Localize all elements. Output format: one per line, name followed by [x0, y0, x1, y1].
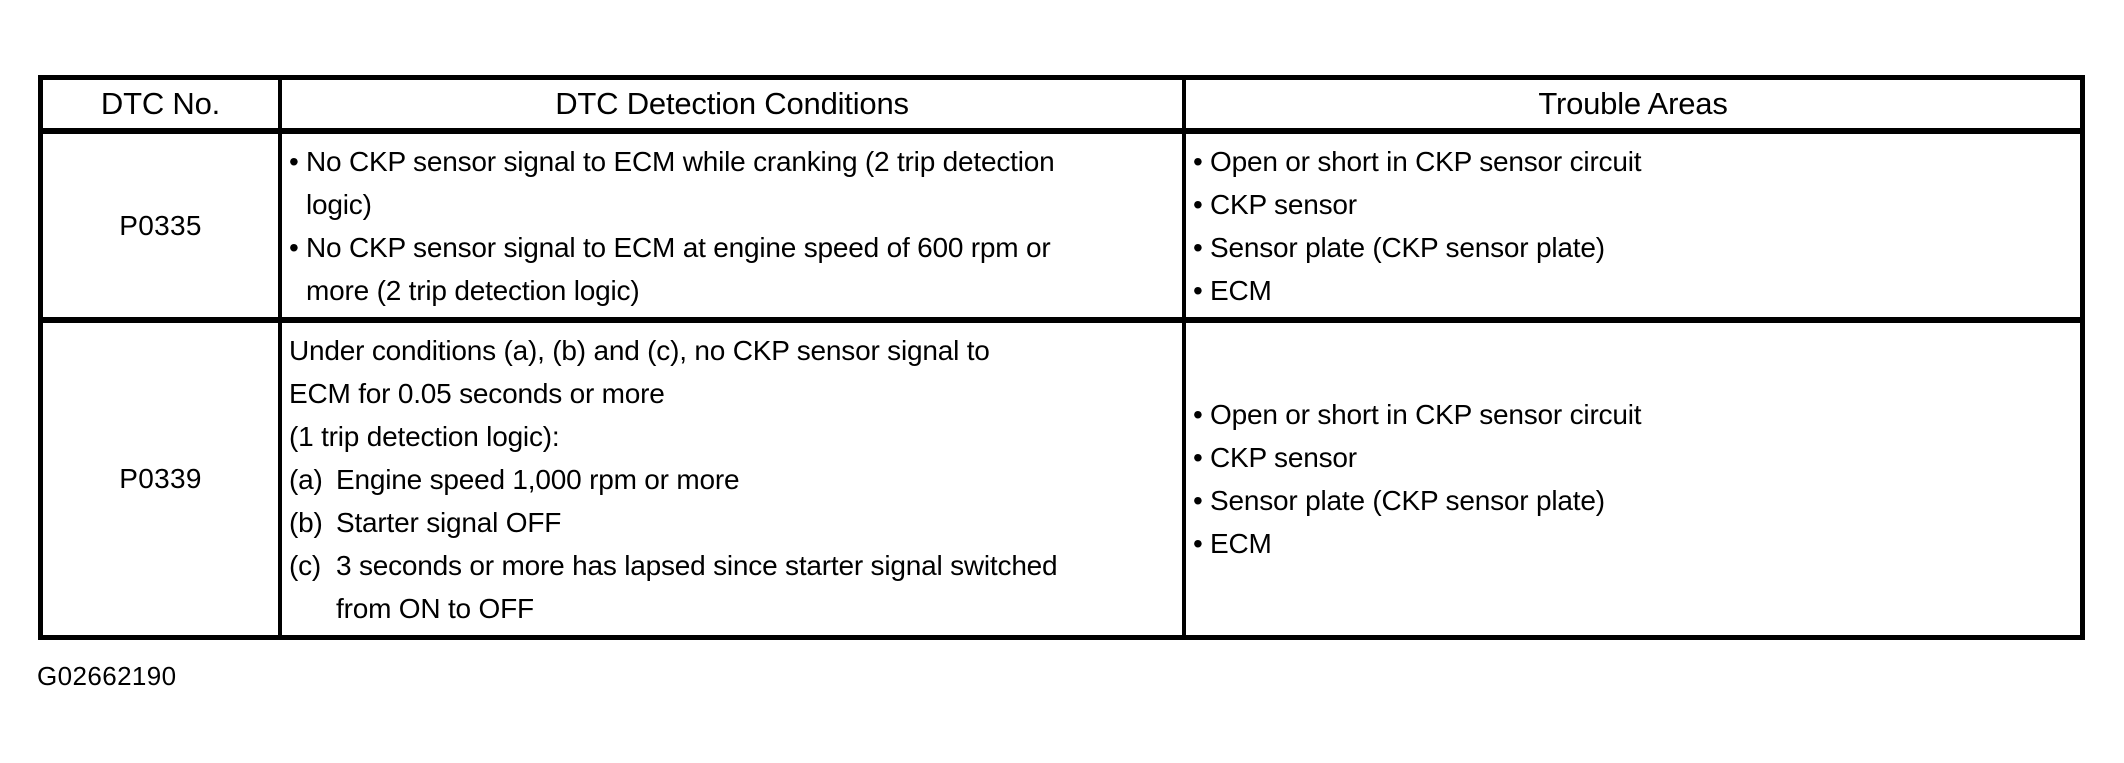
condition-text: more (2 trip detection logic)	[306, 274, 640, 306]
dtc-code: P0335	[119, 209, 202, 241]
condition-line: • No CKP sensor signal to ECM at engine …	[289, 226, 1176, 269]
trouble-area-item: • Sensor plate (CKP sensor plate)	[1193, 479, 2074, 522]
condition-line: (c) 3 seconds or more has lapsed since s…	[289, 544, 1176, 587]
condition-marker: (b)	[289, 506, 323, 538]
trouble-area-text: Open or short in CKP sensor circuit	[1210, 145, 1642, 177]
trouble-area-text: ECM	[1210, 274, 1272, 306]
trouble-area-item: • CKP sensor	[1193, 183, 2074, 226]
trouble-area-text: Sensor plate (CKP sensor plate)	[1210, 231, 1605, 263]
header-label-detection-conditions: DTC Detection Conditions	[555, 86, 909, 121]
bullet-icon: •	[289, 231, 299, 263]
trouble-area-text: Open or short in CKP sensor circuit	[1210, 399, 1642, 430]
header-label-trouble-areas: Trouble Areas	[1538, 86, 1728, 121]
bullet-icon: •	[1193, 485, 1203, 516]
bullet-icon: •	[1193, 442, 1203, 473]
condition-text: logic)	[306, 188, 372, 220]
bullet-icon: •	[1193, 274, 1203, 306]
condition-text: ECM for 0.05 seconds or more	[289, 377, 665, 409]
condition-text: No CKP sensor signal to ECM at engine sp…	[306, 231, 1051, 263]
condition-text: No CKP sensor signal to ECM while cranki…	[306, 145, 1055, 177]
condition-marker: (a)	[289, 463, 323, 495]
trouble-area-item: • Open or short in CKP sensor circuit	[1193, 140, 2074, 183]
bullet-icon: •	[1193, 399, 1203, 430]
bullet-icon: •	[289, 145, 299, 177]
figure-code: G02662190	[37, 661, 177, 691]
trouble-area-item: • CKP sensor	[1193, 436, 2074, 479]
condition-text: Under conditions (a), (b) and (c), no CK…	[289, 334, 990, 366]
table-row-p0335-dtc: P0335	[43, 134, 282, 323]
condition-text: 3 seconds or more has lapsed since start…	[336, 549, 1058, 581]
dtc-code: P0339	[119, 463, 202, 494]
trouble-area-item: • ECM	[1193, 269, 2074, 312]
condition-line: more (2 trip detection logic)	[289, 269, 1176, 312]
condition-line: • No CKP sensor signal to ECM while cran…	[289, 140, 1176, 183]
header-label-dtc-no: DTC No.	[100, 86, 221, 121]
condition-line: logic)	[289, 183, 1176, 226]
condition-marker: (c)	[289, 549, 322, 581]
condition-text: Engine speed 1,000 rpm or more	[336, 463, 740, 495]
bullet-icon: •	[1193, 188, 1203, 220]
bullet-icon: •	[1193, 528, 1203, 559]
condition-line: (a) Engine speed 1,000 rpm or more	[289, 458, 1176, 501]
condition-line: from ON to OFF	[289, 587, 1176, 630]
table-row-p0335-trouble-areas: • Open or short in CKP sensor circuit • …	[1186, 134, 2080, 323]
table-row-p0339-conditions: Under conditions (a), (b) and (c), no CK…	[282, 323, 1186, 635]
table-row-p0339-trouble-areas: • Open or short in CKP sensor circuit • …	[1186, 323, 2080, 635]
header-cell-trouble-areas: Trouble Areas	[1186, 80, 2080, 134]
condition-text: from ON to OFF	[336, 592, 534, 624]
table-row-p0335-conditions: • No CKP sensor signal to ECM while cran…	[282, 134, 1186, 323]
trouble-area-item: • Open or short in CKP sensor circuit	[1193, 393, 2074, 436]
dtc-table: DTC No. DTC Detection Conditions Trouble…	[38, 75, 2085, 640]
condition-line: (b) Starter signal OFF	[289, 501, 1176, 544]
trouble-area-text: ECM	[1210, 528, 1272, 559]
trouble-area-text: CKP sensor	[1210, 188, 1357, 220]
trouble-area-text: Sensor plate (CKP sensor plate)	[1210, 485, 1605, 516]
bullet-icon: •	[1193, 145, 1203, 177]
header-cell-dtc-no: DTC No.	[43, 80, 282, 134]
condition-text: Starter signal OFF	[336, 506, 562, 538]
condition-line: ECM for 0.05 seconds or more	[289, 372, 1176, 415]
header-cell-detection-conditions: DTC Detection Conditions	[282, 80, 1186, 134]
condition-line: (1 trip detection logic):	[289, 415, 1176, 458]
trouble-area-item: • Sensor plate (CKP sensor plate)	[1193, 226, 2074, 269]
trouble-area-item: • ECM	[1193, 522, 2074, 565]
condition-line: Under conditions (a), (b) and (c), no CK…	[289, 329, 1176, 372]
condition-text: (1 trip detection logic):	[289, 420, 560, 452]
trouble-area-text: CKP sensor	[1210, 442, 1357, 473]
table-row-p0339-dtc: P0339	[43, 323, 282, 635]
bullet-icon: •	[1193, 231, 1203, 263]
